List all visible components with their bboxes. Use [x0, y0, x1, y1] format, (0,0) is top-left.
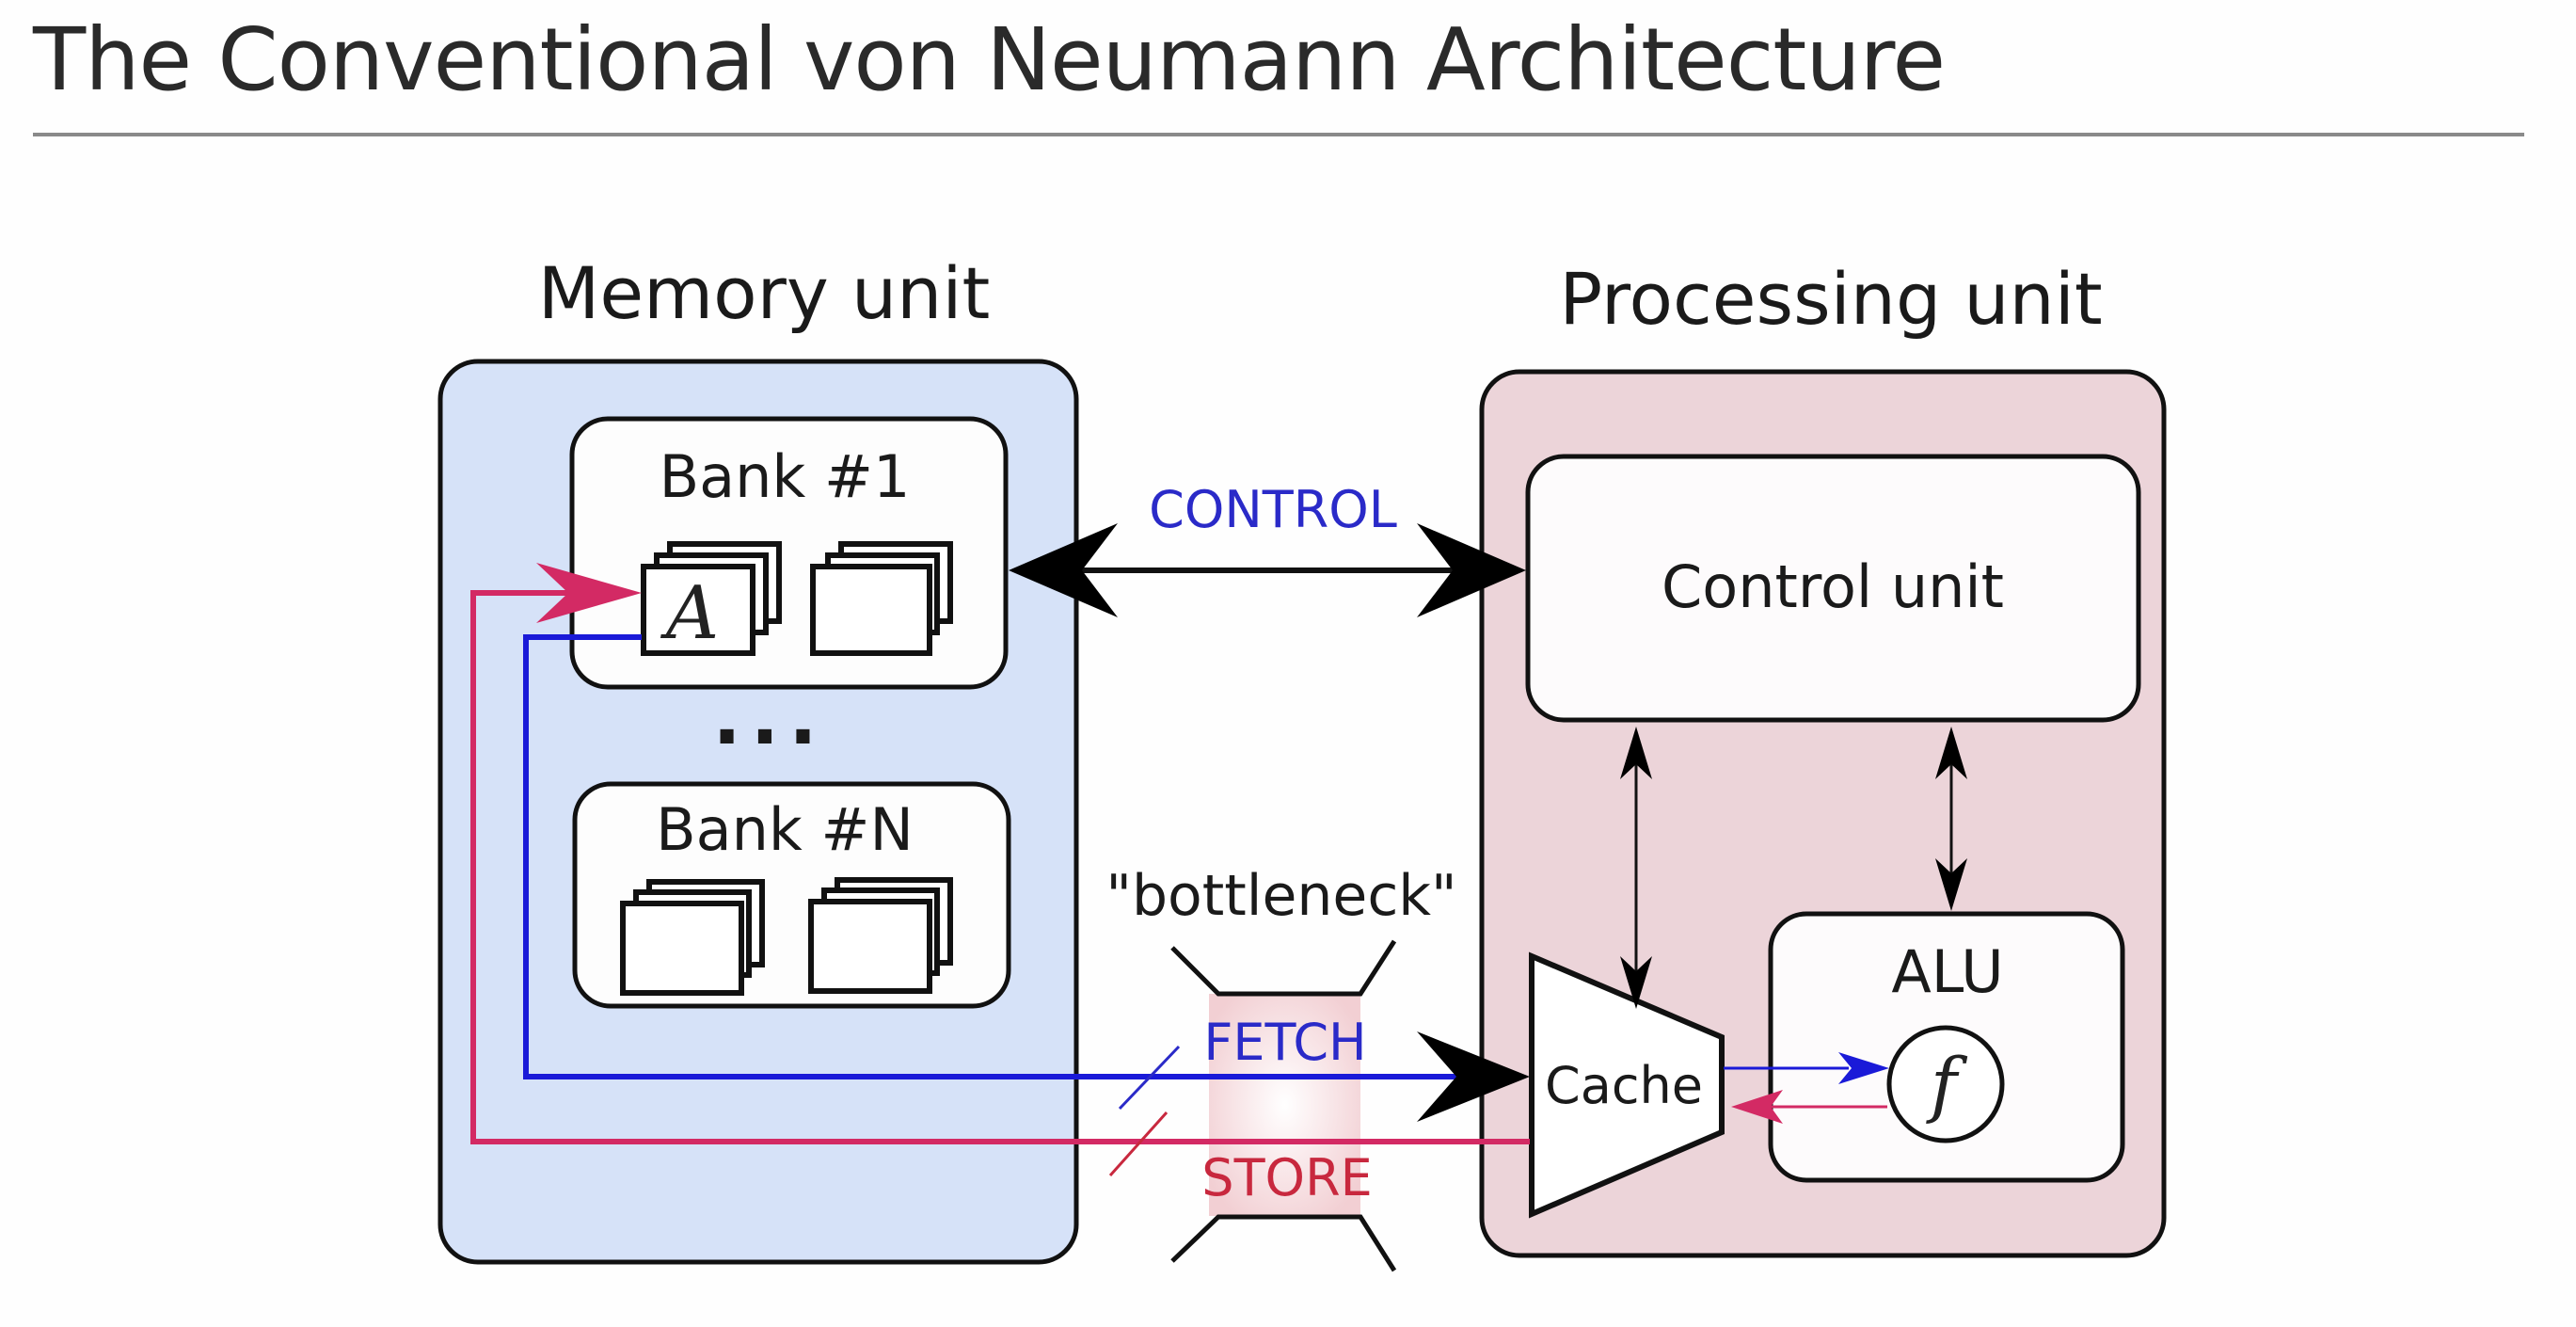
- bank-ellipsis: ...: [712, 674, 826, 761]
- alu-to-cache-link: [1731, 1090, 1887, 1124]
- slide-title: The Conventional von Neumann Architectur…: [33, 9, 1946, 110]
- control-bus-label: CONTROL: [1149, 480, 1397, 539]
- control-arrowhead-right: [1417, 523, 1526, 617]
- arrowhead-up: [1620, 727, 1652, 779]
- memory-bank-n: Bank #N: [572, 781, 1011, 1009]
- processing-unit-label: Processing unit: [1559, 257, 2102, 341]
- arrowhead-down: [1935, 858, 1967, 911]
- bottleneck-region: [1209, 994, 1360, 1216]
- fetch-bus-width-mark: [1118, 1045, 1181, 1111]
- control-unit-label: Control unit: [1662, 552, 2004, 621]
- fetch-arrowhead: [1417, 1031, 1530, 1122]
- control-alu-link: [1935, 727, 1967, 911]
- cache-to-alu-link: [1724, 1052, 1889, 1084]
- fetch-bus: FETCH: [523, 634, 1530, 1122]
- control-unit-box: [1525, 454, 2141, 723]
- memory-cell-stack: A: [641, 541, 782, 656]
- bottleneck-symbol: "bottleneck": [1105, 863, 1457, 1272]
- bank-n-label: Bank #N: [656, 795, 914, 864]
- cache-block: [1529, 951, 1725, 1219]
- bottleneck-bottom-bracket: [1170, 1214, 1397, 1272]
- control-arrowhead-left: [1009, 523, 1118, 617]
- store-bus: STORE: [470, 563, 1530, 1207]
- cache-label: Cache: [1545, 1056, 1703, 1115]
- control-cache-link: [1620, 727, 1652, 1009]
- bank-1-label: Bank #1: [660, 442, 911, 511]
- memory-cell-stack: [808, 877, 953, 994]
- title-divider: [33, 133, 2524, 136]
- pink-arrowhead: [1731, 1090, 1783, 1124]
- fetch-bus-label: FETCH: [1203, 1013, 1366, 1072]
- bottleneck-label: "bottleneck": [1105, 863, 1456, 929]
- bottleneck-top-bracket: [1170, 939, 1397, 997]
- store-bus-width-mark: [1108, 1111, 1169, 1177]
- memory-cell-stack: [620, 879, 765, 996]
- blue-arrowhead: [1838, 1052, 1889, 1084]
- cell-symbol-a: A: [660, 571, 719, 656]
- control-bus: CONTROL: [1009, 480, 1526, 617]
- arrowhead-down: [1620, 956, 1652, 1009]
- memory-unit-label: Memory unit: [538, 251, 991, 335]
- store-arrowhead: [536, 563, 642, 623]
- memory-cell-stack: [810, 541, 953, 656]
- alu-function-circle: [1886, 1025, 2005, 1143]
- store-bus-label: STORE: [1201, 1148, 1372, 1207]
- alu-label: ALU: [1891, 937, 2003, 1006]
- arrowhead-up: [1935, 727, 1967, 779]
- memory-bank-1: Bank #1 A: [569, 416, 1009, 690]
